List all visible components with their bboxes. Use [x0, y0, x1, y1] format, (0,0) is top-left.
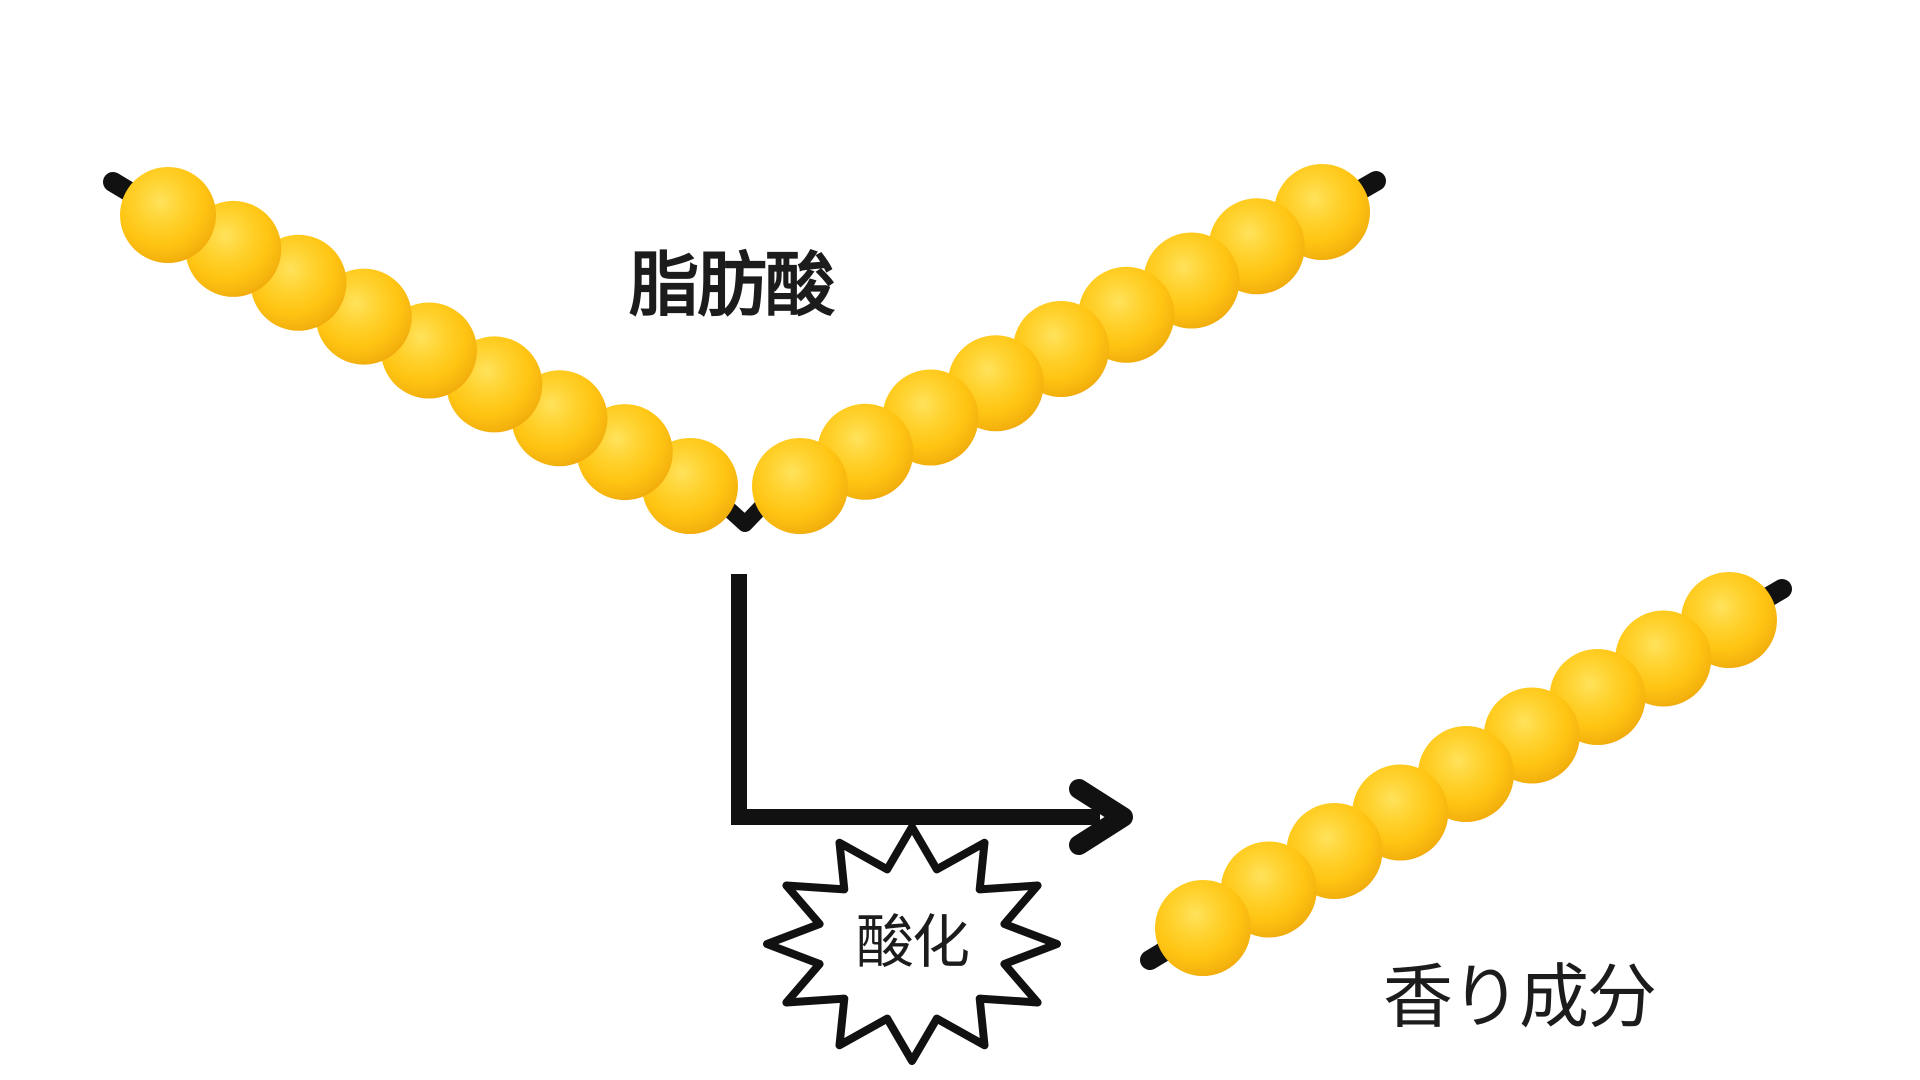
starburst-icon [763, 823, 1061, 1065]
bead [120, 167, 216, 263]
bead [1155, 880, 1251, 976]
oxidation-arrow [731, 574, 1133, 855]
oxidation-starburst [763, 823, 1061, 1065]
bead [752, 438, 848, 534]
aroma-chain [1155, 572, 1777, 976]
arrow-head-icon [1069, 779, 1133, 855]
molecule-beads [120, 164, 1777, 976]
arrow-shaft [731, 574, 1100, 825]
fatty-acid-label: 脂肪酸 [629, 244, 835, 326]
fatty-acid-right-branch [752, 164, 1370, 534]
fatty-acid-left-branch [120, 167, 738, 534]
aroma-component-label: 香り成分 [1383, 956, 1657, 1038]
oxidation-label: 酸化 [855, 908, 970, 976]
